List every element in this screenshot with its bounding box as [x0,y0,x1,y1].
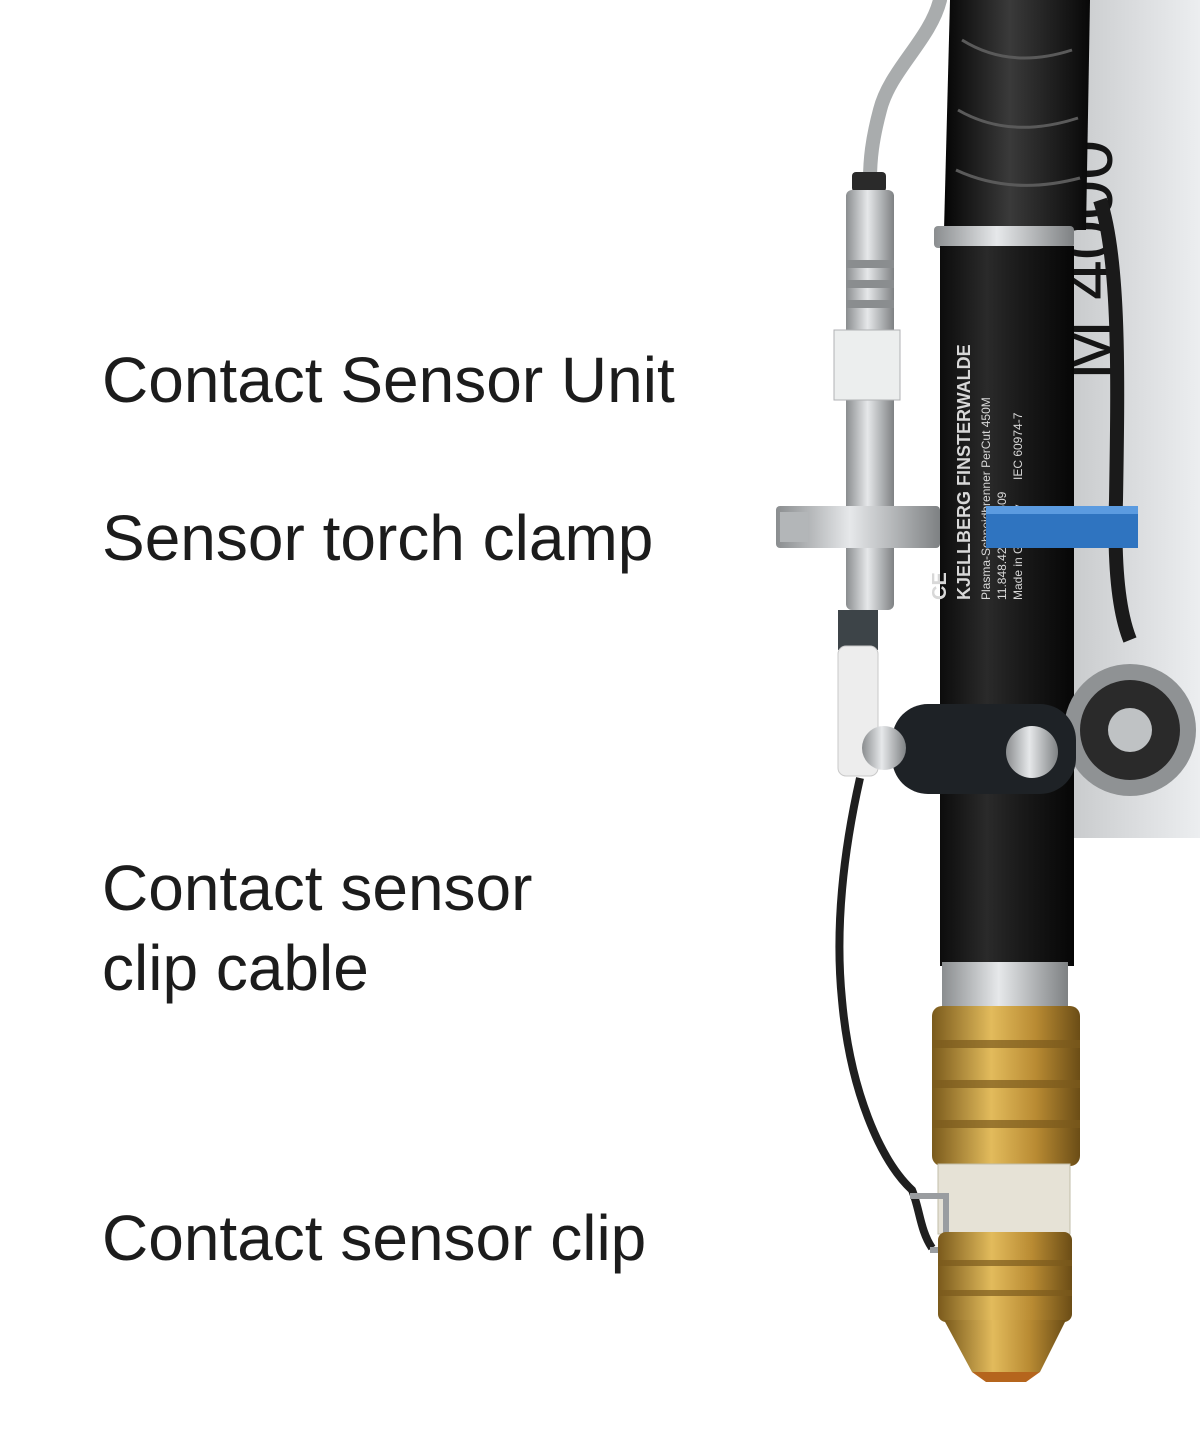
ceramic-ring [937,1163,1071,1235]
label-contact-sensor-clip: Contact sensor clip [102,1202,647,1274]
clip-cable [835,777,936,1251]
power-cable [1093,197,1137,643]
sensor-unit-cap [852,172,886,192]
torch-body [940,246,1074,966]
label-contact-sensor-unit: Contact Sensor Unit [102,344,675,416]
sensor-cable [863,0,947,187]
plasma-torch-photo: M 4000 KJELLBERG FINSTERWALDE Plasma-Sch… [776,0,1200,1382]
label-contact-sensor-clip-cable: Contact sensor clip cable [102,852,533,1004]
torch-standard-text: IEC 60974-7 [1011,412,1025,480]
ce-mark-text: CE [929,572,951,600]
brass-cap [938,1232,1072,1322]
torch-steel-ring [942,962,1068,1010]
nozzle-tip [944,1320,1066,1372]
hose-clamp [934,226,1074,248]
torch-brand-text: KJELLBERG FINSTERWALDE [954,344,974,600]
label-sensor-torch-clamp: Sensor torch clamp [102,502,654,574]
torch-hose [944,0,1090,230]
sensor-torch-clamp [776,506,940,548]
torch-info-text: Plasma-Schneidbrenner PerCut 450M [979,397,993,600]
